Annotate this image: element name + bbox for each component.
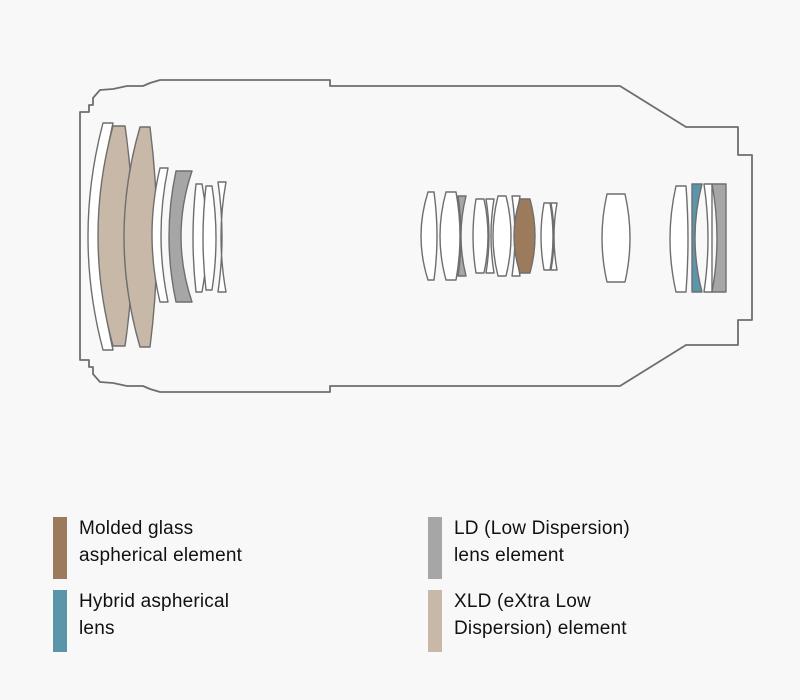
lens-element-second-clear (217, 181, 227, 293)
lens-element-middle-ld (457, 195, 467, 277)
lens-element-rear-hybrid (691, 183, 703, 293)
lens-element-middle-clear (540, 202, 554, 271)
lens-barrel-outline (79, 79, 753, 393)
lens-element-middle-clear (550, 202, 558, 271)
legend-item-ld: LD (Low Dispersion) lens element (428, 515, 630, 579)
legend-label-molded-glass: Molded glass aspherical element (79, 518, 243, 566)
lens-element-middle-molded (513, 198, 536, 274)
legend-swatch-molded-glass (53, 517, 67, 579)
lens-element-middle-clear (492, 195, 512, 277)
lens-element-middle-clear (472, 198, 489, 274)
lens-element-second-clear (202, 185, 217, 291)
legend-swatch-hybrid (53, 590, 67, 652)
legend-swatch-ld (428, 517, 442, 579)
lens-element-middle-clear (601, 193, 631, 283)
legend-item-xld: XLD (eXtra Low Dispersion) element (428, 588, 627, 652)
legend-item-molded-glass: Molded glass aspherical element (53, 515, 242, 579)
legend-label-hybrid: Hybrid aspherical lens (79, 591, 230, 639)
lens-element-second-clear (151, 167, 169, 303)
lens-element-middle-clear (439, 191, 461, 281)
lens-element-middle-clear (420, 191, 438, 281)
lens-element-rear-clear (703, 183, 713, 293)
lens-element-rear-ld (711, 183, 727, 293)
legend-label-ld: LD (Low Dispersion) lens element (454, 518, 630, 566)
lens-element-second-ld (168, 170, 193, 303)
lens-element-rear-clear (669, 185, 689, 293)
legend-swatch-xld (428, 590, 442, 652)
legend-label-xld: XLD (eXtra Low Dispersion) element (454, 591, 627, 639)
lens-construction-diagram (79, 79, 753, 393)
lens-element-middle-clear (485, 198, 495, 274)
legend-item-hybrid: Hybrid aspherical lens (53, 588, 229, 652)
